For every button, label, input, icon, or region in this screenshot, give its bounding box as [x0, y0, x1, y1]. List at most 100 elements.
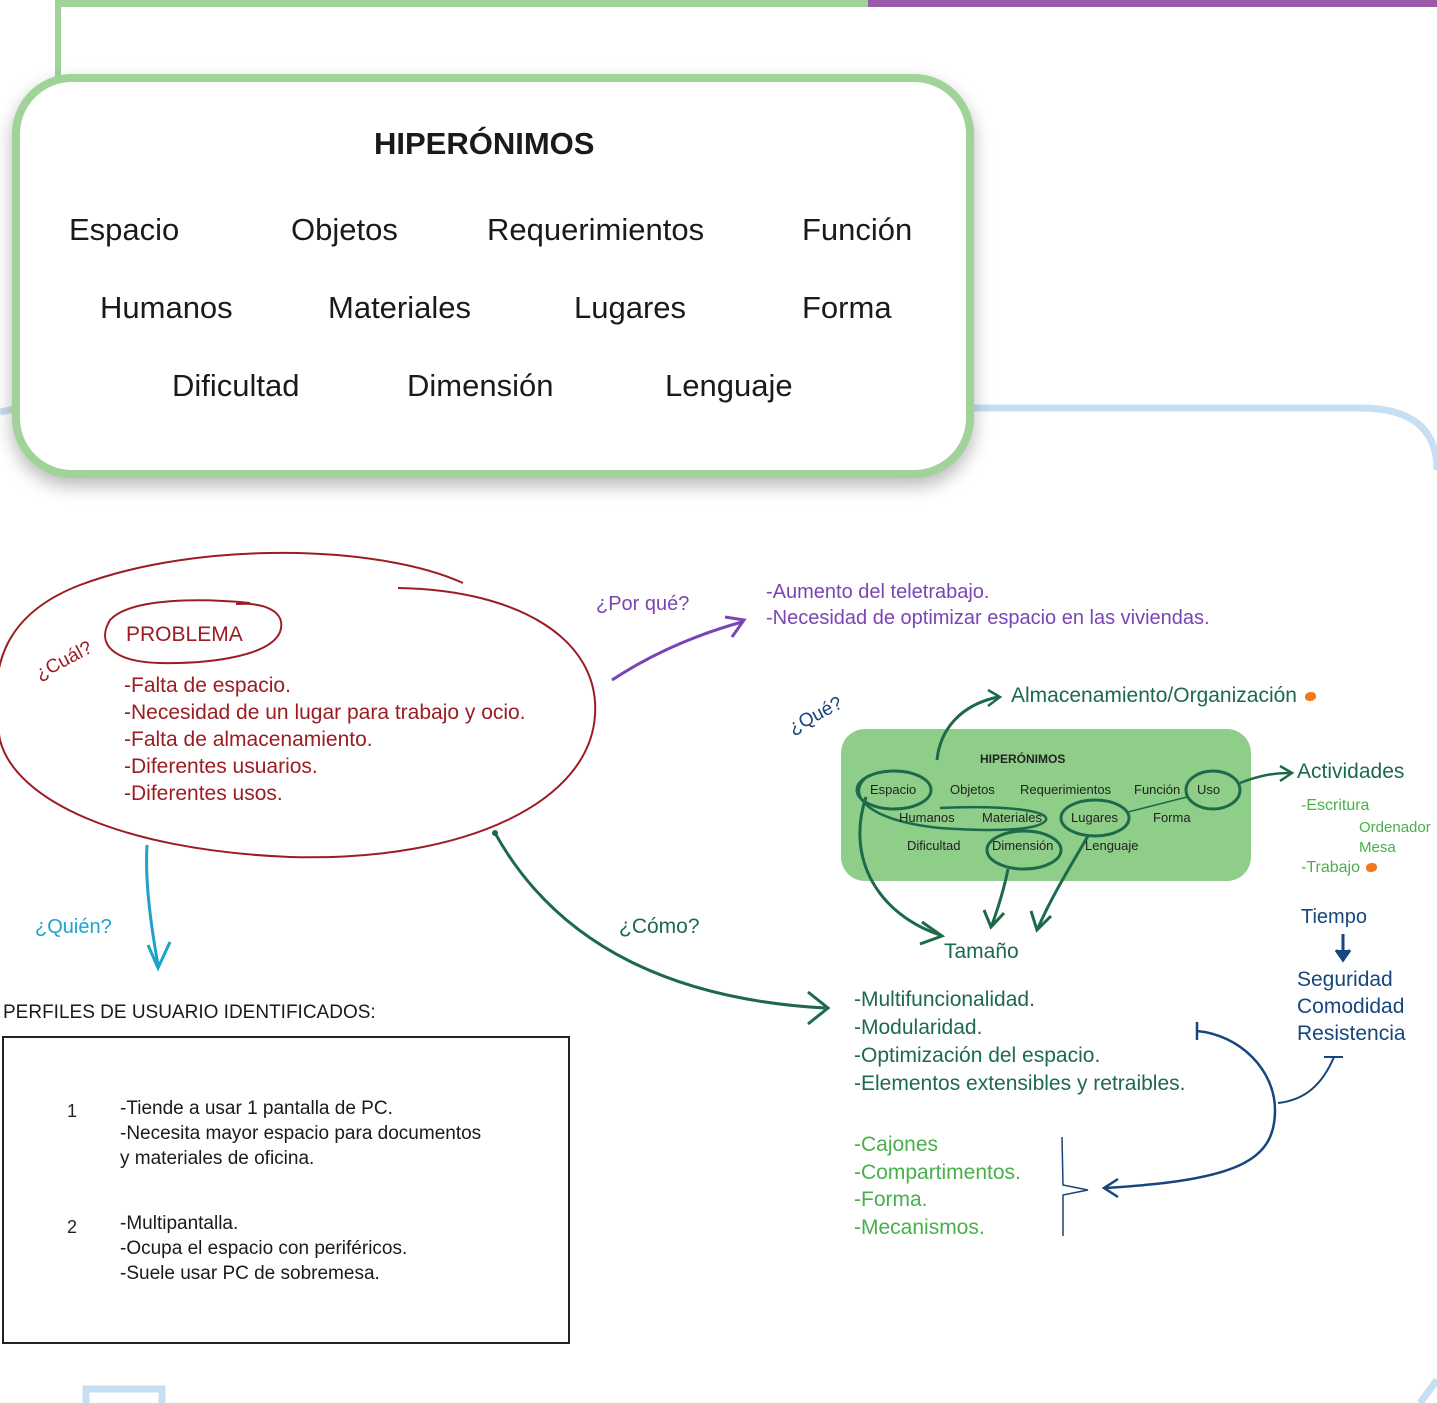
profile-line: -Tiende a usar 1 pantalla de PC. [120, 1098, 393, 1119]
storage-arrowhead [987, 688, 1003, 707]
problem-list: -Falta de espacio. -Necesidad de un luga… [124, 672, 526, 807]
espacio-to-size-arrow [858, 796, 941, 937]
mini-word-dificultad: Dificultad [907, 838, 961, 853]
profile-1-number: 1 [67, 1101, 78, 1121]
profile-line: -Multipantalla. [120, 1213, 239, 1234]
mini-word-uso: Uso [1197, 782, 1221, 797]
storage-text: Almacenamiento/Organización [1011, 684, 1297, 707]
top-green-bar [55, 0, 868, 7]
how-to-sub-arrow [1104, 1022, 1277, 1190]
why-arrowhead [724, 615, 747, 638]
how-sub-list: -Cajones -Compartimentos. -Forma. -Mecan… [854, 1131, 1021, 1241]
quality-item: Resistencia [1297, 1022, 1406, 1045]
card-word-lugares: Lugares [574, 290, 687, 325]
orange-marker-icon [1304, 691, 1316, 701]
lugares-circle [1059, 798, 1131, 838]
how-arrow-start-dot [492, 830, 498, 836]
profile-2-text: -Multipantalla. -Ocupa el espacio con pe… [120, 1211, 407, 1286]
problema-label: PROBLEMA [126, 623, 243, 646]
card-word-espacio: Espacio [69, 212, 180, 247]
card-word-materiales: Materiales [328, 290, 471, 325]
dimension-circle [985, 829, 1063, 871]
orange-marker-icon [1365, 863, 1377, 873]
problem-item: -Diferentes usuarios. [124, 755, 318, 778]
why-item: -Aumento del teletrabajo. [766, 581, 990, 603]
time-down-arrowhead [1334, 949, 1352, 963]
how-list: -Multifuncionalidad. -Modularidad. -Opti… [854, 986, 1185, 1098]
lugares-to-size-arrow [1036, 835, 1090, 929]
card-word-objetos: Objetos [291, 212, 398, 247]
left-green-line [55, 0, 61, 80]
profile-line: -Suele usar PC de sobremesa. [120, 1263, 380, 1284]
why-list: -Aumento del teletrabajo. -Necesidad de … [766, 579, 1210, 631]
how-arrow-line [493, 832, 826, 1010]
card-word-forma: Forma [802, 290, 892, 325]
top-purple-bar [868, 0, 1437, 7]
sub-items-bracket [1061, 1136, 1089, 1236]
mini-word-lugares: Lugares [1071, 810, 1118, 825]
card-word-dimension: Dimensión [407, 368, 554, 403]
card-word-requerimientos: Requerimientos [487, 212, 705, 247]
uso-circle [1184, 769, 1242, 811]
lugares-to-size-arrowhead [1029, 910, 1053, 933]
quality-connector [1277, 1056, 1343, 1104]
card-word-funcion: Función [802, 212, 913, 247]
como-question: ¿Cómo? [619, 915, 700, 938]
mini-word-requerimientos: Requerimientos [1020, 782, 1112, 797]
storage-arrow-line [935, 695, 999, 761]
quality-item: Comodidad [1297, 995, 1405, 1018]
profile-1-text: -Tiende a usar 1 pantalla de PC. -Necesi… [120, 1096, 481, 1171]
activity-escritura: -Escritura [1301, 797, 1370, 814]
problem-item: -Diferentes usos. [124, 782, 283, 805]
profiles-title: PERFILES DE USUARIO IDENTIFICADOS: [3, 1002, 376, 1023]
activity-trabajo: -Trabajo [1301, 859, 1377, 877]
how-item: -Modularidad. [854, 1016, 983, 1039]
activity-ordenador: Ordenador [1359, 819, 1431, 836]
profiles-box [2, 1036, 570, 1344]
mini-word-funcion: Función [1134, 782, 1181, 797]
why-item: -Necesidad de optimizar espacio en las v… [766, 607, 1210, 629]
mini-word-humanos: Humanos [899, 810, 955, 825]
profile-line: -Ocupa el espacio con periféricos. [120, 1238, 408, 1259]
how-sub-item: -Cajones [854, 1133, 939, 1156]
quality-item: Seguridad [1297, 968, 1393, 991]
activities-arrow-line [1239, 771, 1291, 785]
profile-2-number: 2 [67, 1217, 78, 1237]
lugares-uso-link [1127, 796, 1188, 813]
how-sub-item: -Mecanismos. [854, 1215, 985, 1239]
problem-item: -Necesidad de un lugar para trabajo y oc… [124, 701, 526, 724]
mini-word-forma: Forma [1153, 810, 1191, 825]
quality-list: Seguridad Comodidad Resistencia [1297, 966, 1406, 1047]
espacio-circle [855, 769, 933, 811]
dimension-to-size-arrow [990, 868, 1010, 926]
how-arrowhead [807, 990, 831, 1026]
mini-word-materiales: Materiales [982, 810, 1042, 825]
problem-ellipse [0, 551, 597, 859]
time-label: Tiempo [1301, 906, 1367, 928]
mini-word-lenguaje: Lenguaje [1085, 838, 1139, 853]
activities-arrowhead [1279, 764, 1295, 783]
card-word-humanos: Humanos [100, 290, 233, 325]
mini-hiperonimos-box [841, 729, 1251, 881]
who-arrowhead [146, 941, 172, 972]
size-label: Tamaño [944, 940, 1019, 963]
activity-trabajo-text: -Trabajo [1301, 859, 1360, 876]
mini-word-objetos: Objetos [950, 782, 995, 797]
mini-word-dimension: Dimensión [992, 838, 1054, 853]
profile-line: y materiales de oficina. [120, 1148, 315, 1169]
who-arrow-line [145, 844, 160, 966]
dimension-to-size-arrowhead [982, 909, 1006, 930]
activities-label: Actividades [1297, 760, 1405, 783]
how-item: -Elementos extensibles y retraibles. [854, 1072, 1186, 1095]
how-to-sub-arrowhead [1101, 1177, 1119, 1199]
blue-frame-corner [1417, 1377, 1437, 1403]
problem-item: -Falta de almacenamiento. [124, 728, 373, 751]
problema-label-ellipse [104, 599, 283, 665]
card-title: HIPERÓNIMOS [374, 126, 595, 161]
how-sub-item: -Compartimentos. [854, 1160, 1021, 1184]
card-word-dificultad: Dificultad [172, 368, 300, 403]
mini-word-espacio: Espacio [870, 782, 917, 797]
activity-mesa: Mesa [1359, 839, 1396, 856]
problem-item: -Falta de espacio. [124, 674, 291, 697]
profile-line: -Necesita mayor espacio para documentos [120, 1123, 482, 1144]
